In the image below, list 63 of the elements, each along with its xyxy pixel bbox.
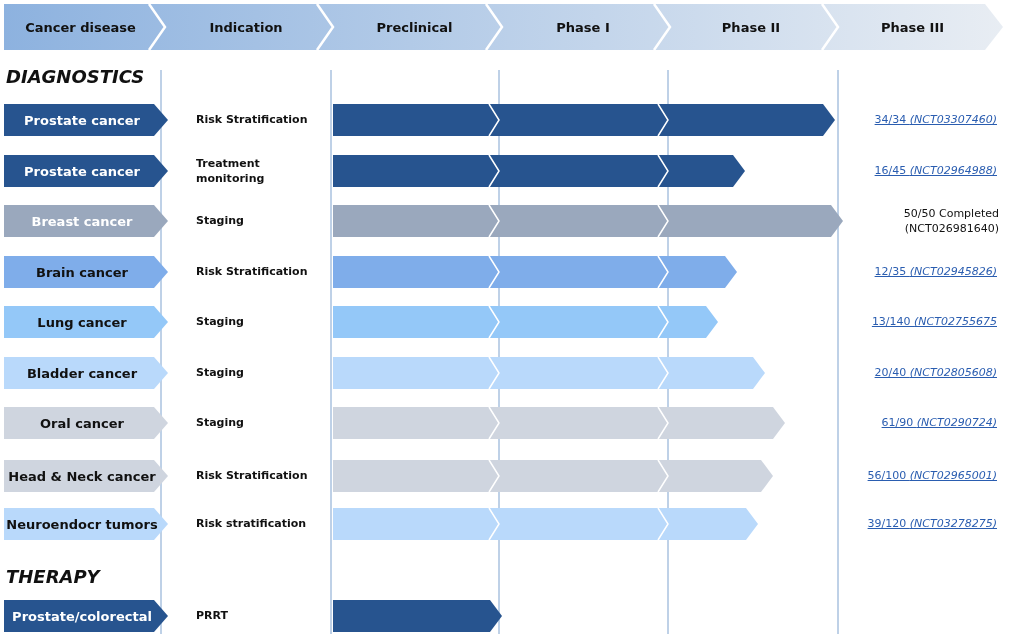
progress-arrow-bar xyxy=(333,155,745,187)
trial-link: 12/35 (NCT02945826) xyxy=(874,264,997,279)
category-label: Head & Neck cancer xyxy=(8,468,156,484)
phase-header-segment xyxy=(662,4,830,50)
progress-arrow-bar xyxy=(333,256,737,288)
phase-label: Phase I xyxy=(556,19,610,35)
category-label: Prostate cancer xyxy=(24,112,140,128)
progress-arrow-bar xyxy=(333,407,785,439)
disease-tab xyxy=(4,460,168,492)
phase-header-segment xyxy=(494,4,662,50)
category-label: Oral cancer xyxy=(40,415,124,431)
phase-header-segment xyxy=(830,4,1003,50)
disease-tab xyxy=(4,600,168,632)
category-label: Neuroendocr tumors xyxy=(6,516,158,532)
phase-label: Preclinical xyxy=(376,19,453,35)
trial-link: 39/120 (NCT03278275) xyxy=(867,516,997,531)
phase-header-segment xyxy=(4,4,157,50)
indication-text: Risk stratification xyxy=(196,516,308,531)
disease-tab xyxy=(4,407,168,439)
progress-arrow-bar xyxy=(333,460,773,492)
category-label: Breast cancer xyxy=(31,213,133,229)
disease-tab xyxy=(4,205,168,237)
category-label: Prostate/colorectal xyxy=(12,608,152,624)
trial-status-text: 50/50 Completed (NCT026981640) xyxy=(902,206,999,236)
indication-text: Staging xyxy=(196,213,245,228)
category-label: Lung cancer xyxy=(37,314,127,330)
disease-tab xyxy=(4,104,168,136)
progress-arrow-bar xyxy=(333,600,502,632)
progress-arrow-bar xyxy=(333,104,835,136)
phase-header-segment xyxy=(325,4,494,50)
trial-link: 56/100 (NCT02965001) xyxy=(867,468,997,483)
indication-text: Staging xyxy=(196,314,245,329)
phase-label: Cancer disease xyxy=(25,19,136,35)
category-label: Brain cancer xyxy=(36,264,128,280)
disease-tab xyxy=(4,306,168,338)
section-heading: DIAGNOSTICS xyxy=(6,66,145,87)
phase-label: Indication xyxy=(209,19,283,35)
indication-text: Staging xyxy=(196,365,245,380)
indication-text: Staging xyxy=(196,415,245,430)
disease-tab xyxy=(4,256,168,288)
trial-link: 16/45 (NCT02964988) xyxy=(874,163,997,178)
progress-arrow-bar xyxy=(333,508,758,540)
category-label: Bladder cancer xyxy=(26,365,138,381)
trial-link: 61/90 (NCT0290724) xyxy=(881,415,997,430)
progress-arrow-bar xyxy=(333,306,718,338)
indication-text: Risk Stratification xyxy=(196,468,309,483)
trial-link: 20/40 (NCT02805608) xyxy=(874,365,997,380)
indication-text: Risk Stratification xyxy=(196,264,309,279)
section-heading: THERAPY xyxy=(6,566,100,587)
disease-tab xyxy=(4,357,168,389)
phase-label: Phase III xyxy=(880,19,945,35)
disease-tab xyxy=(4,508,168,540)
indication-text: Risk Stratification xyxy=(196,112,309,127)
disease-tab xyxy=(4,155,168,187)
progress-arrow-bar xyxy=(333,357,765,389)
indication-text: Treatment monitoring xyxy=(196,156,266,186)
phase-header-segment xyxy=(157,4,325,50)
trial-link: 34/34 (NCT03307460) xyxy=(874,112,997,127)
phase-label: Phase II xyxy=(721,19,781,35)
indication-text: PRRT xyxy=(196,608,229,623)
progress-arrow-bar xyxy=(333,205,843,237)
category-label: Prostate cancer xyxy=(24,163,140,179)
trial-link: 13/140 (NCT02755675 xyxy=(871,314,997,329)
